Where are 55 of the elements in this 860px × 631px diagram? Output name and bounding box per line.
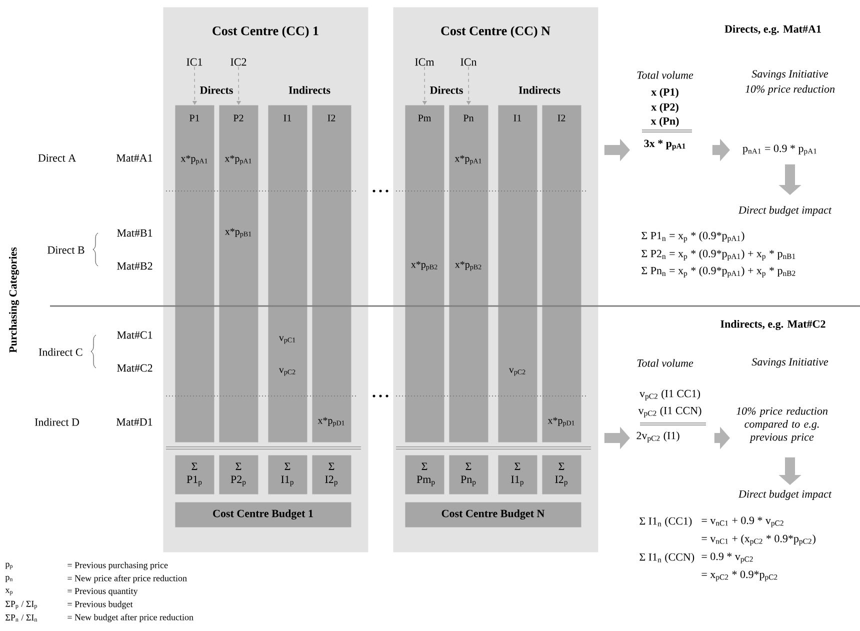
section-heading: Directs, e.g. Mat#A1 [724,24,821,36]
budget-box: Cost Centre Budget 1 [175,502,352,528]
category-label: Direct B [48,246,84,254]
column-bar: Pm x*p$_{pB2}$ [405,105,444,442]
legend-description: = Previous purchasing price [68,562,168,570]
volume-calculation: Total volume x (P1) x (P2) x (Pn) 3x * p$_{pA1}$ [637,71,694,150]
code-label: IC2 [230,58,246,66]
column-bar: I2 x*p$_{pD1}$ [542,105,582,442]
column-bar: Pn x*p$_{pA1}$ x*p$_{pB2}$ [449,105,488,442]
category-axis-title: Purchasing Categories [9,247,20,353]
category-label: Indirect C [38,348,82,356]
sum-box: Σ P2$_{p}$ [219,455,258,494]
sum-box: Σ Pn$_{p}$ [449,455,488,494]
group-heading: Indirects [288,86,330,94]
material-label: Mat#C1 [117,331,152,339]
legend-symbol: p$_{p}$ [5,562,12,570]
group-heading: Directs [200,86,233,94]
code-label: ICm [415,58,434,66]
column-bar: P1 x*p$_{pA1}$ [175,105,214,442]
legend-symbol: x$_{p}$ [5,588,12,596]
category-label: Indirect D [34,418,80,426]
material-label: Mat#B2 [117,262,152,270]
legend-description: = New price after price reduction [68,574,187,584]
volume-calculation: Total volume v$_{pC2}$ (I1 CC1) v$_{pC2}$ (I1 CCN) 2v$_{pC2}$ (I1) [636,359,702,442]
budget-impact-formulas: Direct budget impact Σ I1$_{n}$ (CC1) = v$_{nC1}$ + 0.9 * v$_{pC2}$ = v$_{nC1}$ + (x$_{pC2}$ * 0.9*p$_{pC2}$) Σ I1$_{n}$ (CCN) = 0.9 * v$_{pC2}$ = x$_{pC2}$ * 0.9*p$_{pC2}$ [640,490,832,582]
material-label: Mat#A1 [116,154,152,162]
budget-impact-formulas: Direct budget impact Σ P1$_{n}$ = x$_{p}$ * (0.9*p$_{pA1}$) Σ P2$_{n}$ = x$_{p}$ * (0.9*p$_{pA1}$) + x$_{p}$ * p$_{nB1}$ Σ Pn$_{n}$ = x$_{p}$ * (0.9*p$_{pA1}$) + x$_{p}$ * p$_{nB2}$ [642,206,832,278]
column-bar: P2 x*p$_{pA1}$ x*p$_{pB1}$ [219,105,258,442]
column-bar: I1 v$_{pC1}$ v$_{pC2}$ [268,105,308,442]
sum-box: Σ I2$_{p}$ [312,455,352,494]
legend-symbol: ΣP$_{p}$ / ΣI$_{p}$ [6,600,37,610]
legend-description: = Previous budget [68,600,133,610]
legend-description: = New budget after price reduction [68,614,194,622]
sum-box: Σ P1$_{p}$ [175,455,214,494]
sum-box: Σ Pm$_{p}$ [405,455,444,494]
code-label: IC1 [186,58,202,66]
group-heading: Directs [430,86,463,94]
legend-description: = Previous quantity [68,588,138,596]
budget-box: Cost Centre Budget N [405,502,582,528]
material-label: Mat#C2 [117,364,152,372]
code-label: ICn [460,58,477,66]
material-label: Mat#D1 [116,418,152,426]
legend-symbol: ΣP$_{n}$ / ΣI$_{n}$ [6,614,38,622]
category-label: Direct A [38,154,76,162]
material-label: Mat#B1 [117,229,152,237]
sum-box: Σ I1$_{p}$ [268,455,308,494]
savings-initiative: Savings Initiative 10% price reduction p$_{nA1}$ = 0.9 * p$_{pA1}$ [742,70,835,156]
legend-symbol: p$_{n}$ [5,576,13,582]
column-bar: I1 v$_{pC2}$ [498,105,538,442]
section-heading: Indirects, e.g. Mat#C2 [720,320,826,330]
column-bar: I2 x*p$_{pD1}$ [312,105,352,442]
savings-initiative: Savings Initiative 10% price reduction compared to e.g. previous price [736,358,828,443]
sum-box: Σ I1$_{p}$ [498,455,538,494]
group-heading: Indirects [518,86,560,94]
sum-box: Σ I2$_{p}$ [542,455,582,494]
